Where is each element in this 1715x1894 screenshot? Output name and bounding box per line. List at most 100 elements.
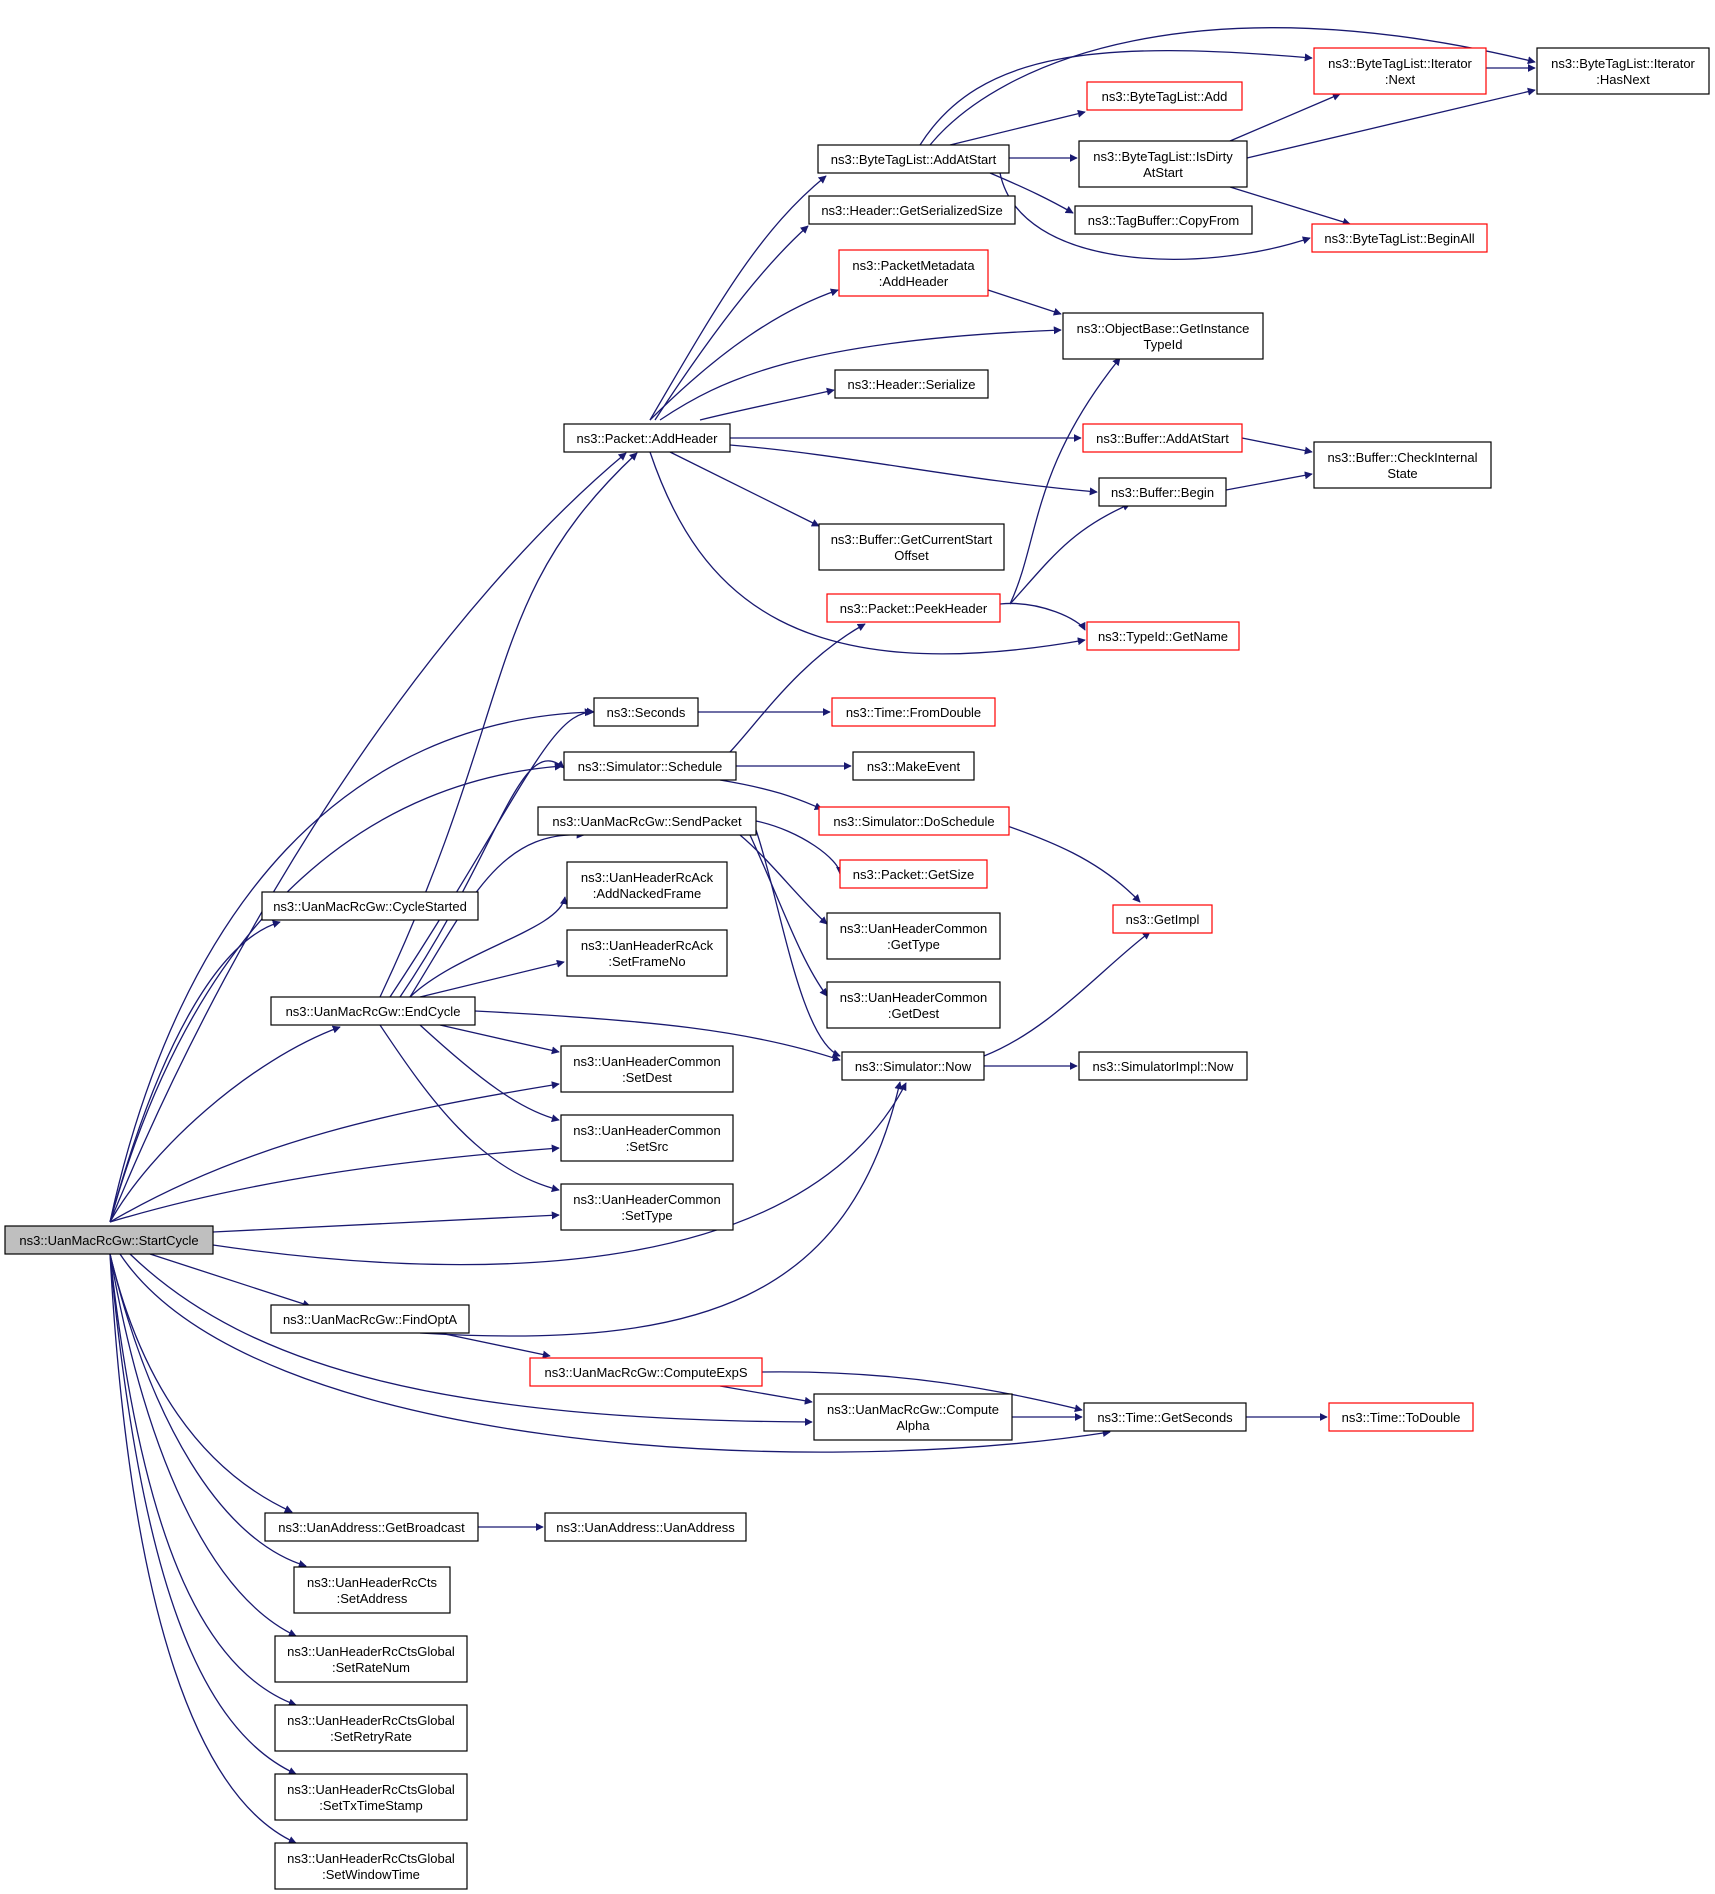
call-edge [669,451,820,527]
node-findopta[interactable]: ns3::UanMacRcGw::FindOptA [270,1304,470,1334]
node-label: :SetTxTimeStamp [319,1798,423,1813]
node-setratenum[interactable]: ns3::UanHeaderRcCtsGlobal:SetRateNum [274,1635,468,1683]
node-setdest[interactable]: ns3::UanHeaderCommon:SetDest [560,1045,734,1093]
call-edge [212,1211,560,1233]
node-box [818,806,1010,836]
call-edge [749,834,828,997]
node-label: ns3::UanHeaderRcCtsGlobal [287,1713,455,1728]
node-label: ns3::UanMacRcGw::EndCycle [286,1004,461,1019]
node-seconds[interactable]: ns3::Seconds [593,697,699,727]
node-addnacked[interactable]: ns3::UanHeaderRcAck:AddNackedFrame [566,861,728,909]
node-sendpacket[interactable]: ns3::UanMacRcGw::SendPacket [537,806,757,836]
call-edge [109,1144,560,1223]
node-addheader[interactable]: ns3::Packet::AddHeader [563,423,731,453]
call-edge [109,1253,297,1637]
node-box [1082,423,1243,453]
node-addatstart[interactable]: ns3::ByteTagList::AddAtStart [817,144,1010,174]
node-schedule[interactable]: ns3::Simulator::Schedule [563,751,737,781]
node-getname[interactable]: ns3::TypeId::GetName [1086,621,1240,651]
call-edge [929,27,1536,146]
node-simimplnow[interactable]: ns3::SimulatorImpl::Now [1078,1051,1248,1081]
call-edge [109,920,281,1223]
node-hcgettype[interactable]: ns3::UanHeaderCommon:GetType [826,912,1001,960]
node-label: ns3::ByteTagList::Add [1102,89,1228,104]
edges-layer [109,27,1536,1844]
node-box [1083,1402,1247,1432]
node-box [1086,621,1240,651]
node-root[interactable]: ns3::UanMacRcGw::StartCycle [4,1225,214,1255]
node-copyfrom[interactable]: ns3::TagBuffer::CopyFrom [1074,205,1253,235]
call-edge [109,1253,297,1707]
node-box [834,369,989,399]
node-uanaddress[interactable]: ns3::UanAddress::UanAddress [544,1512,747,1542]
node-label: ns3::UanAddress::GetBroadcast [278,1520,465,1535]
call-edge [761,1371,1083,1413]
node-getsersize[interactable]: ns3::Header::GetSerializedSize [808,195,1016,225]
node-computeexps[interactable]: ns3::UanMacRcGw::ComputeExpS [529,1357,763,1387]
node-box [838,249,989,297]
node-box [560,1183,734,1231]
call-edge [654,225,809,421]
node-now[interactable]: ns3::Simulator::Now [841,1051,985,1081]
node-box [808,195,1016,225]
node-label: ns3::UanHeaderCommon [840,990,987,1005]
node-pmaddheader[interactable]: ns3::PacketMetadata:AddHeader [838,249,989,297]
node-box [1311,223,1488,253]
node-getseconds[interactable]: ns3::Time::GetSeconds [1083,1402,1247,1432]
node-bufaddatstart[interactable]: ns3::Buffer::AddAtStart [1082,423,1243,453]
node-getsize[interactable]: ns3::Packet::GetSize [839,859,988,889]
node-box [593,697,699,727]
node-label: ns3::ByteTagList::AddAtStart [831,152,997,167]
call-edge [1241,437,1313,455]
node-setsrc[interactable]: ns3::UanHeaderCommon:SetSrc [560,1114,734,1162]
call-edge [729,444,1098,496]
node-makeevent[interactable]: ns3::MakeEvent [852,751,975,781]
node-label: :GetType [887,937,940,952]
node-label: TypeId [1143,337,1182,352]
node-hasnext[interactable]: ns3::ByteTagList::Iterator:HasNext [1536,47,1710,95]
node-getimpl[interactable]: ns3::GetImpl [1112,904,1213,934]
node-box [566,929,728,977]
node-label: ns3::UanMacRcGw::FindOptA [283,1312,457,1327]
node-fromdouble[interactable]: ns3::Time::FromDouble [831,697,996,727]
node-label: ns3::Time::FromDouble [846,705,981,720]
node-label: :AddNackedFrame [593,886,701,901]
node-box [852,751,975,781]
node-todouble[interactable]: ns3::Time::ToDouble [1328,1402,1474,1432]
node-bufbegin[interactable]: ns3::Buffer::Begin [1098,477,1227,507]
node-settype[interactable]: ns3::UanHeaderCommon:SetType [560,1183,734,1231]
node-setwindow[interactable]: ns3::UanHeaderRcCtsGlobal:SetWindowTime [274,1842,468,1890]
call-edge [409,896,568,998]
node-setretryrate[interactable]: ns3::UanHeaderRcCtsGlobal:SetRetryRate [274,1704,468,1752]
node-label: ns3::PacketMetadata [852,258,975,273]
node-label: :AddHeader [879,274,949,289]
call-edge [949,109,1086,146]
call-edge [109,1253,297,1844]
node-peekheader[interactable]: ns3::Packet::PeekHeader [826,593,1001,623]
node-label: ns3::UanHeaderCommon [573,1123,720,1138]
node-settxtime[interactable]: ns3::UanHeaderRcCtsGlobal:SetTxTimeStamp [274,1773,468,1821]
node-box [274,1773,468,1821]
node-iternext[interactable]: ns3::ByteTagList::Iterator:Next [1313,47,1487,95]
node-endcycle[interactable]: ns3::UanMacRcGw::EndCycle [270,996,476,1026]
node-btladd[interactable]: ns3::ByteTagList::Add [1086,81,1243,111]
node-beginall[interactable]: ns3::ByteTagList::BeginAll [1311,223,1488,253]
node-label: ns3::Simulator::Schedule [578,759,723,774]
call-edge [109,708,593,1223]
node-hserialize[interactable]: ns3::Header::Serialize [834,369,989,399]
node-box [274,1704,468,1752]
node-box [537,806,757,836]
node-doschedule[interactable]: ns3::Simulator::DoSchedule [818,806,1010,836]
node-cyclestarted[interactable]: ns3::UanMacRcGw::CycleStarted [261,891,479,921]
node-hcgetdest[interactable]: ns3::UanHeaderCommon:GetDest [826,981,1001,1029]
node-box [293,1566,451,1614]
node-getbroadcast[interactable]: ns3::UanAddress::GetBroadcast [264,1512,479,1542]
node-setaddress[interactable]: ns3::UanHeaderRcCts:SetAddress [293,1566,451,1614]
node-label: ns3::UanHeaderRcCtsGlobal [287,1851,455,1866]
node-setframeno[interactable]: ns3::UanHeaderRcAck:SetFrameNo [566,929,728,977]
